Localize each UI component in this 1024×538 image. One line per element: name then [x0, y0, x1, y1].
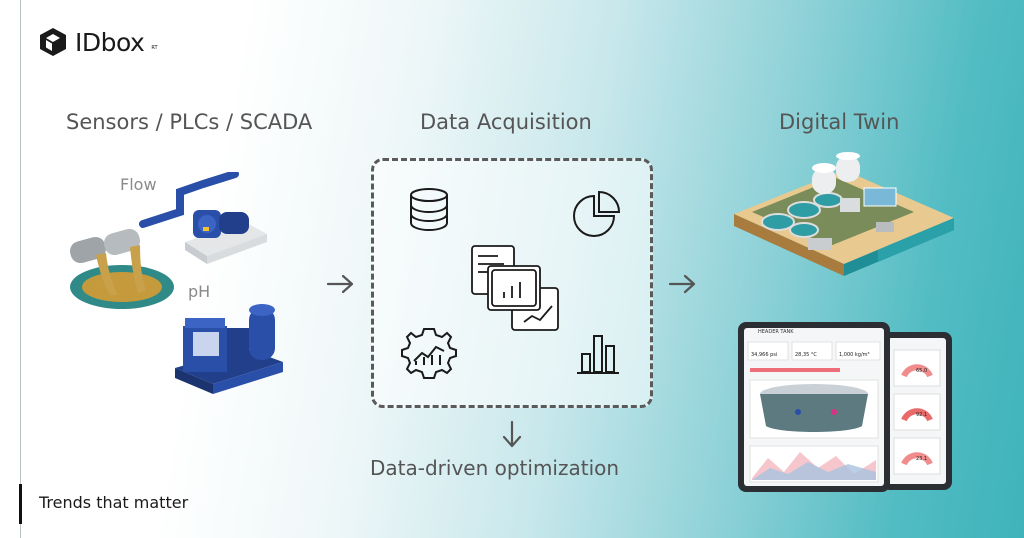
footer-tagline: Trends that matter: [39, 493, 189, 512]
treatment-plant-isometric-illustration: [734, 152, 954, 276]
dashboard-metric-pressure: 34,966 psi: [751, 352, 778, 358]
dashboard-gauge-3: 23,1: [916, 456, 928, 462]
heading-sources: Sensors / PLCs / SCADA: [66, 110, 313, 134]
output-label: Data-driven optimization: [370, 456, 620, 480]
footer-accent-bar: [19, 484, 22, 524]
cube-logo-icon: [40, 28, 66, 56]
heading-acquisition: Data Acquisition: [420, 110, 592, 134]
arrow-right-icon: [668, 274, 696, 294]
dashboard-metric-density: 1,000 kg/m³: [839, 352, 870, 358]
dashboard-title: HEADER TANK: [758, 329, 794, 335]
label-ph: pH: [188, 282, 211, 301]
dashboard-cards-icon: [471, 245, 559, 331]
digital-twin-dashboard-devices: [738, 322, 952, 492]
brand-name: IDbox: [75, 27, 145, 57]
bar-chart-icon: [577, 335, 619, 374]
brand-logo: IDbox RT: [37, 26, 158, 58]
arrow-right-icon: [326, 274, 354, 294]
heading-digital-twin: Digital Twin: [779, 110, 900, 134]
dashboard-gauge-2: 92,1: [916, 412, 928, 418]
database-icon: [410, 188, 448, 232]
dashboard-gauge-1: 65,0: [916, 368, 928, 374]
arrow-down-icon: [502, 420, 522, 448]
gear-analytics-icon: [401, 328, 457, 379]
flow-discharge-pipes-illustration: [70, 228, 174, 309]
brand-superscript: RT: [151, 45, 158, 51]
flow-pump-illustration: [139, 172, 267, 264]
dashboard-metric-temperature: 28,35 °C: [795, 352, 817, 358]
left-divider-line: [20, 0, 21, 538]
ph-analyzer-skid-illustration: [175, 304, 283, 394]
pie-chart-icon: [573, 190, 621, 237]
label-flow: Flow: [120, 175, 157, 194]
